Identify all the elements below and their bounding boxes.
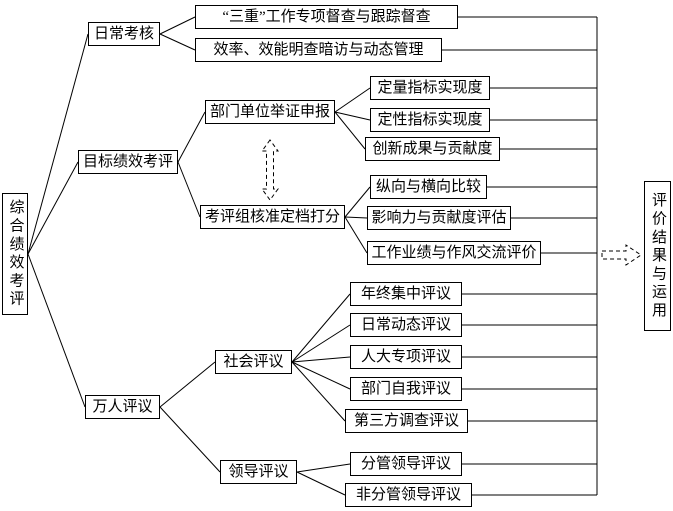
- node-department-self-declaration: 部门单位举证申报: [205, 100, 335, 124]
- node-efficiency-inspection: 效率、效能明查暗访与动态管理: [195, 38, 442, 62]
- result-node-evaluation-results: 评价结果与运用: [644, 181, 671, 331]
- result-node-label: 评价结果与运用: [650, 191, 666, 321]
- node-npc-special-review: 人大专项评议: [350, 345, 462, 369]
- node-impact-contribution-assessment: 影响力与贡献度评估: [367, 206, 511, 230]
- node-performance-style-exchange: 工作业绩与作风交流评价: [367, 241, 541, 265]
- node-qualitative-indicator: 定性指标实现度: [370, 108, 490, 132]
- node-social-review: 社会评议: [215, 350, 292, 374]
- node-in-charge-leader-review: 分管领导评议: [350, 452, 462, 476]
- node-evaluation-group-scoring: 考评组核准定档打分: [200, 205, 345, 229]
- node-third-party-survey-review: 第三方调查评议: [345, 409, 468, 433]
- node-department-self-review: 部门自我评议: [350, 377, 462, 401]
- branch-mass-review: 万人评议: [85, 395, 160, 419]
- right-dashed-arrow-icon: [601, 244, 642, 266]
- branch-daily-assessment: 日常考核: [88, 22, 160, 46]
- node-leadership-review: 领导评议: [220, 460, 297, 484]
- branch-target-performance: 目标绩效考评: [78, 150, 178, 174]
- node-year-end-review: 年终集中评议: [350, 282, 462, 306]
- node-quantitative-indicator: 定量指标实现度: [370, 76, 490, 100]
- node-triple-special-supervision: “三重”工作专项督查与跟踪督查: [195, 5, 458, 29]
- up-down-dashed-arrow-icon: [261, 139, 279, 201]
- node-daily-dynamic-review: 日常动态评议: [350, 313, 462, 337]
- root-node-label: 综合绩效考评: [7, 199, 24, 309]
- node-innovation-contribution: 创新成果与贡献度: [365, 137, 500, 161]
- tree-connectors: [27, 16, 598, 496]
- node-non-in-charge-leader-review: 非分管领导评议: [345, 483, 472, 507]
- node-vertical-horizontal-comparison: 纵向与横向比较: [370, 175, 487, 199]
- root-node-comprehensive-performance: 综合绩效考评: [2, 193, 28, 315]
